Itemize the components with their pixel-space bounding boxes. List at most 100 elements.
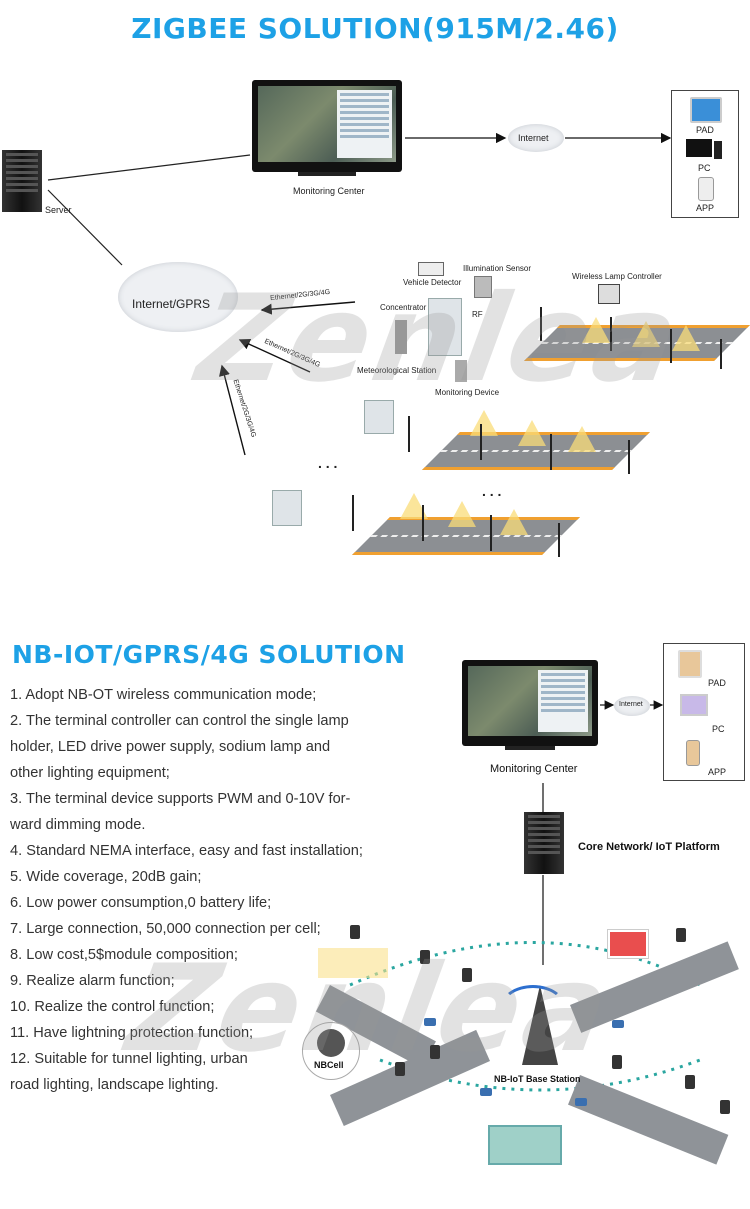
internet-label-2: Internet	[619, 701, 643, 708]
nbcell-circle	[302, 1022, 360, 1080]
feature-item: 1. Adopt NB-OT wireless communication mo…	[10, 687, 317, 703]
lamp-node-icon	[462, 968, 472, 982]
road-block	[575, 1098, 587, 1106]
monitoring-center-label: Monitoring Center	[293, 186, 365, 196]
client-devices-box: PAD PC APP	[671, 90, 739, 218]
signal-wave-icon	[500, 985, 566, 1031]
lamp-node-icon	[612, 1055, 622, 1069]
zigbee-title: ZIGBEE SOLUTION(915M/2.46)	[131, 12, 619, 45]
vehicle-detector-label: Vehicle Detector	[403, 278, 462, 287]
core-network-label: Core Network/ IoT Platform	[578, 841, 720, 853]
nbcell-controller-icon	[317, 1029, 345, 1057]
phone-icon	[698, 177, 714, 201]
nbiot-title: NB-IOT/GPRS/4G SOLUTION	[12, 640, 406, 669]
ethernet-arrow-3	[219, 364, 246, 456]
feature-item: 7. Large connection, 50,000 connection p…	[10, 921, 321, 937]
feature-item: 2. The terminal controller can control t…	[10, 713, 349, 729]
monitor-icon-2	[462, 660, 598, 746]
server-icon	[2, 150, 42, 212]
lamp-light-beam	[318, 948, 388, 978]
internet-cloud-icon	[508, 124, 564, 152]
lamp-node-icon	[420, 950, 430, 964]
internet-gprs-cloud-icon	[118, 262, 238, 332]
road-block	[612, 1020, 624, 1028]
watermark-2: Zenlea	[104, 940, 637, 1079]
monitor-stand	[298, 172, 356, 176]
client-devices-box-2: PAD PC APP	[663, 643, 745, 781]
ethernet-arrow-2	[238, 338, 311, 373]
road-segment-1	[500, 307, 750, 385]
feature-list: 1. Adopt NB-OT wireless communication mo…	[10, 682, 405, 1098]
road-block	[480, 1088, 492, 1096]
road-segment-3	[330, 493, 580, 575]
lamp-node-icon	[395, 1062, 405, 1076]
feature-item: 12. Suitable for tunnel lighting, urban	[10, 1051, 248, 1067]
illumination-sensor-icon	[474, 276, 492, 298]
ellipsis-1: . . .	[318, 455, 338, 471]
pad-label: PAD	[696, 125, 714, 135]
building-icon	[488, 1125, 562, 1165]
city-road-se	[568, 1075, 729, 1165]
ethernet-arrow-1	[260, 301, 356, 315]
feature-item: 5. Wide coverage, 20dB gain;	[10, 869, 202, 885]
app-label-2: APP	[708, 767, 727, 777]
feature-item: 11. Have lightning protection function;	[10, 1025, 254, 1041]
feature-item: holder, LED drive power supply, sodium l…	[10, 739, 331, 755]
feature-item: 6. Low power consumption,0 battery life;	[10, 895, 272, 911]
gas-station-icon	[608, 930, 648, 958]
internet-cloud-icon-2	[614, 696, 650, 716]
vehicle-detector-icon	[418, 262, 444, 276]
road-segment-2	[400, 410, 650, 490]
feature-item: other lighting equipment;	[10, 765, 170, 781]
feature-item: 10. Realize the control function;	[10, 999, 215, 1015]
base-station-label: NB-IoT Base Station	[494, 1074, 581, 1084]
feature-item: 8. Low cost,5$module composition;	[10, 947, 238, 963]
monitor-stand-2	[505, 746, 555, 750]
zigbee-connector-lines	[47, 132, 672, 456]
core-network-server-icon	[524, 812, 564, 874]
server-monitor-line	[47, 154, 251, 181]
lamp-node-icon	[430, 1045, 440, 1059]
phone-icon-2	[686, 740, 700, 766]
illumination-sensor-label: Illumination Sensor	[463, 264, 532, 273]
concentrator-icon-2	[364, 400, 394, 434]
nbcell-label: NBCell	[314, 1060, 344, 1070]
tablet-icon-2	[678, 650, 702, 678]
wireless-lamp-controller-label: Wireless Lamp Controller	[572, 272, 662, 281]
lamp-node-icon	[685, 1075, 695, 1089]
concentrator-label: Concentrator	[380, 303, 427, 312]
server-cloud-line	[47, 189, 123, 266]
meteorological-station-icon	[395, 320, 407, 354]
monitoring-center-label-2: Monitoring Center	[490, 763, 578, 775]
concentrator-icon-3	[272, 490, 302, 526]
feature-item: 4. Standard NEMA interface, easy and fas…	[10, 843, 363, 859]
monitoring-device-icon	[455, 360, 467, 382]
pc-icon	[686, 139, 712, 157]
feature-item: road lighting, landscape lighting.	[10, 1077, 219, 1093]
monitoring-device-label: Monitoring Device	[435, 388, 500, 397]
ellipsis-2: . . .	[482, 483, 502, 499]
pc-icon-2	[680, 694, 708, 716]
lamp-node-icon	[676, 928, 686, 942]
watermark-1: Zenlea	[174, 270, 707, 409]
pad-label-2: PAD	[708, 678, 726, 688]
feature-item: 3. The terminal device supports PWM and …	[10, 791, 351, 807]
pc-tower-icon	[714, 141, 722, 159]
lamp-node-icon	[350, 925, 360, 939]
meteorological-station-label: Meteorological Station	[357, 366, 437, 375]
internet-label: Internet	[518, 133, 549, 143]
road-block	[424, 1018, 436, 1026]
server-label: Server	[45, 205, 72, 215]
lamp-node-icon	[720, 1100, 730, 1114]
pc-label-2: PC	[712, 724, 725, 734]
app-label: APP	[696, 203, 715, 213]
monitor-icon	[252, 80, 402, 172]
concentrator-icon	[428, 298, 462, 356]
internet-gprs-label: Internet/GPRS	[132, 297, 211, 311]
feature-item: ward dimming mode.	[10, 817, 146, 833]
tablet-icon	[690, 97, 722, 123]
pc-label: PC	[698, 163, 711, 173]
wireless-lamp-controller-icon	[598, 284, 620, 304]
feature-item: 9. Realize alarm function;	[10, 973, 175, 989]
rf-label: RF	[472, 310, 483, 319]
